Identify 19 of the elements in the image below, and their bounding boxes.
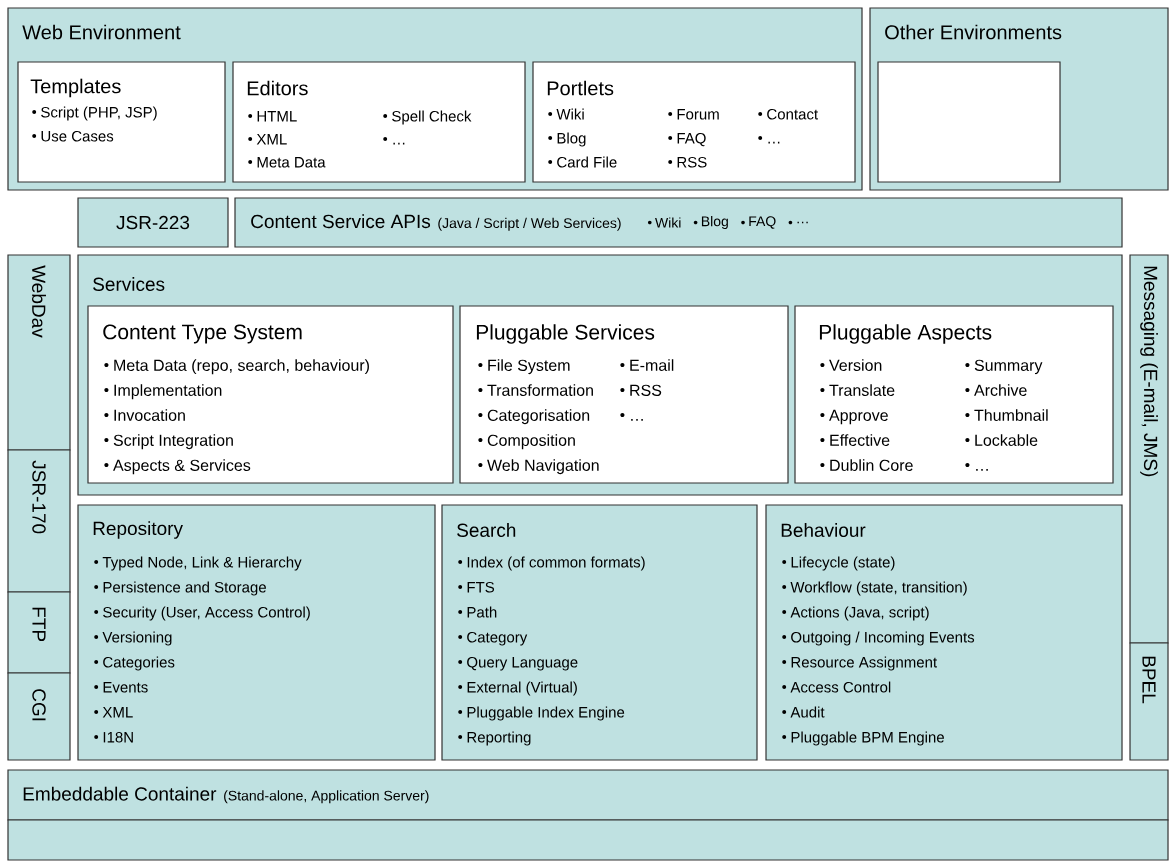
layer-box: Search Index (of common formats) FTS Path Category Query Language External (Virtual) Pluggable Index Engine Reporting — [441, 504, 758, 761]
module-box: Portlets Wiki Blog Card File Forum FAQ RSS Contact … — [532, 61, 856, 183]
module-box: Content Type System Meta Data (repo, search, behaviour) Implementation Invocation Script Integration Aspects & Services — [87, 305, 454, 484]
layer-box — [7, 819, 1169, 861]
interface-box: CGI — [7, 672, 71, 761]
layer-box: Content Service APIs (Java / Script / Web Services) Wiki Blog FAQ … — [234, 197, 1123, 248]
module-box: Pluggable Aspects Version Translate Approve Effective Dublin Core Summary Archive Thumbnail Lockable … — [794, 305, 1114, 484]
layer-box: Embeddable Container (Stand-alone, Application Server) — [7, 769, 1169, 821]
module-box: Pluggable Services File System Transformation Categorisation Composition Web Navigation E-mail RSS … — [459, 305, 789, 484]
module-box: Editors HTML XML Meta Data Spell Check … — [232, 61, 526, 183]
module-box: Templates Script (PHP, JSP) Use Cases — [17, 61, 226, 183]
module-box — [877, 61, 1061, 183]
interface-box: BPEL — [1129, 642, 1169, 761]
layer-box: Behaviour Lifecycle (state) Workflow (state, transition) Actions (Java, script) Outgoing / Incoming Events Resource Assignment Access Control Audit Pluggable BPM Engine — [765, 504, 1123, 761]
layer-box: Repository Typed Node, Link & Hierarchy Persistence and Storage Security (User, Access Control) Versioning Categories Events XML I18N — [77, 504, 436, 761]
layer-box: JSR-223 — [77, 197, 229, 248]
interface-box: WebDav — [7, 254, 71, 451]
interface-box: FTP — [7, 591, 71, 674]
interface-box: JSR-170 — [7, 449, 71, 593]
